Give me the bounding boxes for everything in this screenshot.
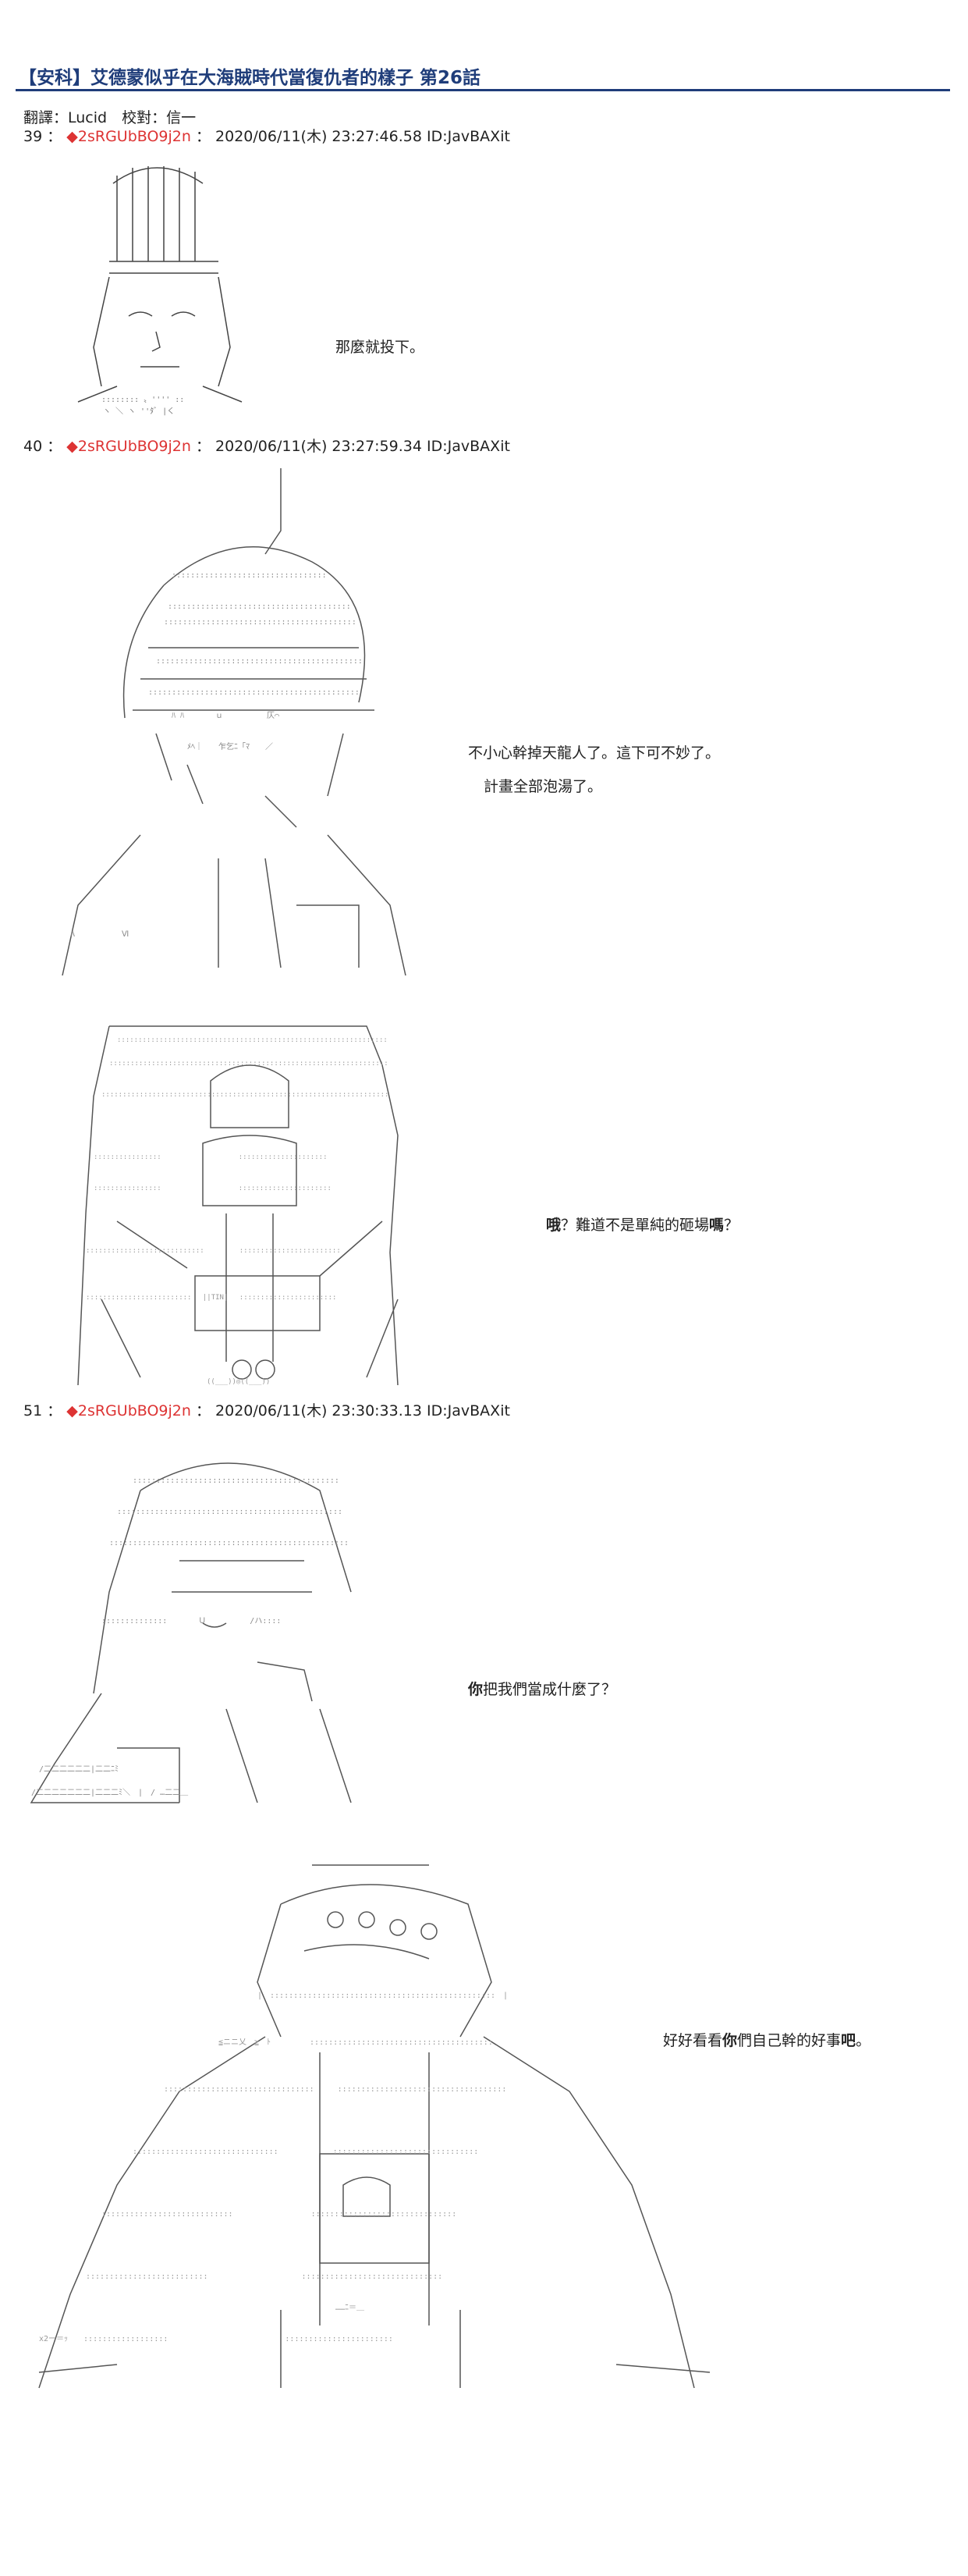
ascii-art-large-figure: | ::::::::::::::::::::::::::::::::::::::… xyxy=(23,1857,725,2404)
svg-text:≦ニニ乂 ≧ ﾄ :::::::::::::::::: ≦ニニ乂 ≧ ﾄ :::::::::::::::::::::::::::::::… xyxy=(218,2038,493,2047)
ascii-art-chef: :::::::: 〟'''' :: ヽ ＼ ヽ ''ﾀﾞ |く xyxy=(47,152,281,417)
dialogue-line: 哦？難道不是單純的砸場嗎？ xyxy=(546,1217,739,1234)
svg-text:::::::::::::::::::::::::::::::: ::::::::::::::::::::::::::::::::::::::::… xyxy=(148,688,360,697)
post-id: ID:JavBAXit xyxy=(427,128,510,145)
svg-text:/二二二二二二二|二二二ﾐ＼ | / …二二＿: /二二二二二二二|二二二ﾐ＼ | / …二二＿ xyxy=(31,1788,188,1797)
svg-text:::::::::::::::::::::::::::::::: ::::::::::::::::::::::::::::::::::::::::… xyxy=(156,657,363,666)
dialogue-line: 計畫全部泡湯了。 xyxy=(484,778,603,795)
poster-trip[interactable]: ◆2sRGUbBO9j2n xyxy=(66,128,191,145)
svg-text:ﾒﾍ｜ 乍乞ﾆ「ﾏ ／: ﾒﾍ｜ 乍乞ﾆ「ﾏ ／ xyxy=(187,741,273,751)
svg-text:::::::::::::::::::::::::::::::: ::::::::::::::::::::::::::::::::::::::::… xyxy=(117,1508,342,1516)
svg-text:ヽ ＼ ヽ ''ﾀﾞ |く: ヽ ＼ ヽ ''ﾀﾞ |く xyxy=(103,407,175,416)
svg-text:::::::::::::::::::::::::::::::: ::::::::::::::::::::::::::::::::::::::::… xyxy=(101,1091,388,1099)
post-datetime: 2020/06/11(木) 23:27:59.34 xyxy=(215,438,422,455)
post-id: ID:JavBAXit xyxy=(427,438,510,455)
dialogue-line: 那麼就投下。 xyxy=(335,339,425,356)
svg-text:| ::::::::::::::::::::::::::::: | ::::::::::::::::::::::::::::::::::::::… xyxy=(257,1992,508,2000)
post-header-39: 39 ： ◆2sRGUbBO9j2n ： 2020/06/11(木) 23:27… xyxy=(23,128,510,145)
svg-text:ﾊ ﾊ ｕ 仄⌒: ﾊ ﾊ ｕ 仄⌒ xyxy=(172,712,279,720)
svg-text::::::::::::::::: :::: :::::::::::::::: ::::::::::::::::::::: xyxy=(94,1153,327,1161)
svg-text:::::::::::::::::::::::::::::::: ::::::::::::::::::::::::::::::::::::::::… xyxy=(164,618,356,627)
svg-text:::::::::::::::::::::::::::::::: ::::::::::::::::::::::::::::::::::::::: xyxy=(168,602,351,611)
svg-text:::::::::::::::::::::::::::::: :::::::::::::::::::::::::::: :::::::::::… xyxy=(101,2210,456,2219)
post-number: 40 xyxy=(23,438,43,455)
svg-text:x2ー＝ｯ ::::::::::::::::::: x2ー＝ｯ :::::::::::::::::: :::::::::::::::… xyxy=(39,2335,393,2343)
svg-text:/二二二二二二|二二ﾆﾐ: /二二二二二二|二二ﾆﾐ xyxy=(39,1765,119,1774)
svg-text:::::::::::::::::::::::::::::: :::::::::::::::::::::::::::: :::::::::::… xyxy=(86,1247,341,1255)
post-number: 51 xyxy=(23,1402,43,1419)
poster-trip[interactable]: ◆2sRGUbBO9j2n xyxy=(66,438,191,455)
svg-text:::::::::::::::::::::::::::::::: ::::::::::::::::::::::::::::::::::::::::… xyxy=(133,1476,339,1485)
ascii-art-hooded-figure: ::::::::::::::::::::::::::::::::::::::::… xyxy=(23,1436,413,1810)
svg-text:::::::::::::::::::::::::::::::: ::::::::::::::::::::::::::::::: ::::::::… xyxy=(133,2148,478,2156)
ascii-art-masked-figure: ::::::::::::::::::::::::::::::::::::::::… xyxy=(70,1018,429,1385)
poster-trip[interactable]: ◆2sRGUbBO9j2n xyxy=(66,1402,191,1419)
credits: 翻譯：Lucid 校對：信一 xyxy=(23,109,197,126)
svg-text:((___))◎((___)): ((___))◎((___)) xyxy=(207,1378,270,1385)
post-datetime: 2020/06/11(木) 23:30:33.13 xyxy=(215,1402,422,1419)
dialogue-line: 你把我們當成什麼了？ xyxy=(468,1681,617,1698)
post-number: 39 xyxy=(23,128,43,145)
svg-text:Λ Ⅵ: Λ Ⅵ xyxy=(70,930,129,939)
header-bar xyxy=(16,56,950,91)
post-datetime: 2020/06/11(木) 23:27:46.58 xyxy=(215,128,422,145)
svg-text:::::::::::::::::::::::::::::::: :::::::::::::::::::::::::::::::: :::::::… xyxy=(164,2085,506,2094)
post-id: ID:JavBAXit xyxy=(427,1402,510,1419)
dialogue-line: 好好看看你們自己幹的好事吧。 xyxy=(663,2032,871,2049)
svg-text:::::::::::::::::::::::::: ||T: ::::::::::::::::::::::::: ||TIN| :::::::… xyxy=(86,1294,336,1302)
svg-text:::::::::::::::::::::::::::::::: ::::::::::::::::::::::::::::::::: xyxy=(172,571,327,580)
svg-text::::::::::::::: Ｕ /ハ:::: :::::::::::::: Ｕ /ハ:::: xyxy=(101,1617,281,1626)
ascii-art-avenger: ::::::::::::::::::::::::::::::::: ::::::… xyxy=(31,468,437,975)
post-header-40: 40 ： ◆2sRGUbBO9j2n ： 2020/06/11(木) 23:27… xyxy=(23,438,510,455)
dialogue-line: 不小心幹掉天龍人了。這下可不妙了。 xyxy=(468,744,721,762)
post-header-51: 51 ： ◆2sRGUbBO9j2n ： 2020/06/11(木) 23:30… xyxy=(23,1402,510,1419)
svg-text:……ﾆ＝＿: ……ﾆ＝＿ xyxy=(335,2304,364,2312)
svg-text:::::::::::::::::::::::::::::::: ::::::::::::::::::::::::::::::::::::::::… xyxy=(109,1539,349,1547)
svg-text::::::::: 〟'''' ::: :::::::: 〟'''' :: xyxy=(101,396,184,404)
svg-text:::::::::::::::::::::::::::: :::::::::::::::::::::::::: :::::::::::::… xyxy=(86,2272,442,2281)
svg-text::::::::::::::::: :::: :::::::::::::::: :::::::::::::::::::::: xyxy=(94,1185,332,1192)
page-title: 【安科】艾德蒙似乎在大海賊時代當復仇者的樣子 第26話 xyxy=(19,68,481,88)
svg-text:::::::::::::::::::::::::::::::: ::::::::::::::::::::::::::::::::::::::::… xyxy=(109,1060,388,1068)
svg-text:::::::::::::::::::::::::::::::: ::::::::::::::::::::::::::::::::::::::::… xyxy=(117,1036,388,1044)
